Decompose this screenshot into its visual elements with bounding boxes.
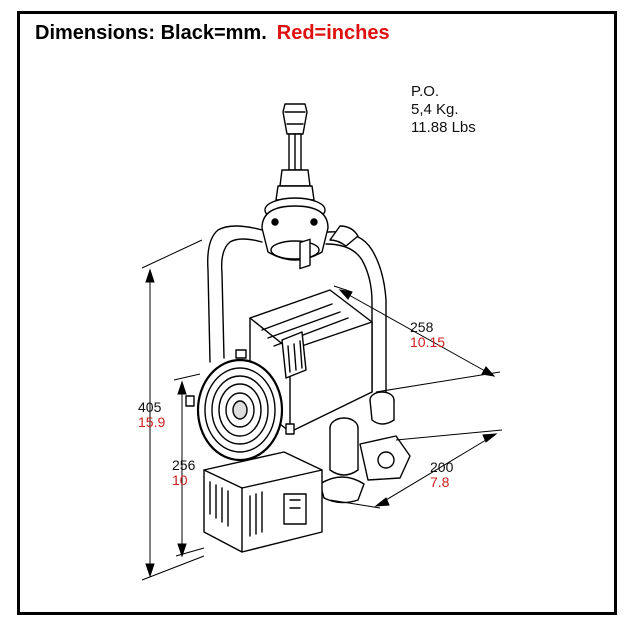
dimension-lines <box>141 239 503 581</box>
dim-256-label: 256 10 <box>172 458 195 488</box>
dim-405-arrow-bottom <box>145 563 155 578</box>
dim-258-arrow-end <box>481 366 496 377</box>
yoke-clamp <box>261 197 329 261</box>
ballast-box <box>203 451 323 553</box>
page-title: Dimensions: Black=mm. Red=inches <box>35 22 390 45</box>
dim-258-arrow-start <box>338 289 353 300</box>
dim-256-inches: 10 <box>172 472 188 488</box>
dim-200-arrow-start <box>374 497 390 507</box>
weight-po-label: P.O. <box>411 83 440 100</box>
dim-405-label: 405 15.9 <box>138 400 165 430</box>
yoke-arms <box>207 225 387 393</box>
dim-256-mm: 256 <box>172 457 196 473</box>
dim-405-inches: 15.9 <box>138 414 166 430</box>
dim-405-bottom-extension <box>141 555 205 581</box>
dim-200-arrow-end <box>482 433 498 443</box>
dim-258-bottom-extension <box>375 371 501 393</box>
dim-200-bottom-extension <box>329 499 381 509</box>
dim-200-label: 200 7.8 <box>430 460 453 490</box>
weight-label: P.O. 5,4 Kg. 11.88 Lbs <box>411 83 476 137</box>
dim-258-line <box>339 289 495 377</box>
dim-200-mm: 200 <box>430 459 454 475</box>
dim-405-mm: 405 <box>138 399 162 415</box>
dim-200-top-extension <box>395 429 503 441</box>
dim-200-line <box>375 433 497 507</box>
weight-lbs: 11.88 Lbs <box>411 119 476 136</box>
dim-405-top-extension <box>141 239 203 269</box>
fresnel-lens <box>185 349 295 462</box>
dim-256-arrow-top <box>177 380 187 395</box>
dim-258-label: 258 10.15 <box>410 320 445 350</box>
dim-256-top-extension <box>173 373 201 381</box>
dim-405-arrow-top <box>145 268 155 283</box>
weight-kg: 5,4 Kg. <box>411 101 459 118</box>
dim-258-mm: 258 <box>410 319 434 335</box>
mounting-spigot <box>275 103 315 201</box>
title-red-part: Red=inches <box>276 22 390 44</box>
dim-258-inches: 10.15 <box>410 334 446 350</box>
focus-knob <box>319 391 411 504</box>
dim-256-arrow-bottom <box>177 543 187 558</box>
dim-200-inches: 7.8 <box>430 474 450 490</box>
dim-256-bottom-extension <box>175 547 205 557</box>
title-black-part: Dimensions: Black=mm. <box>35 22 267 44</box>
